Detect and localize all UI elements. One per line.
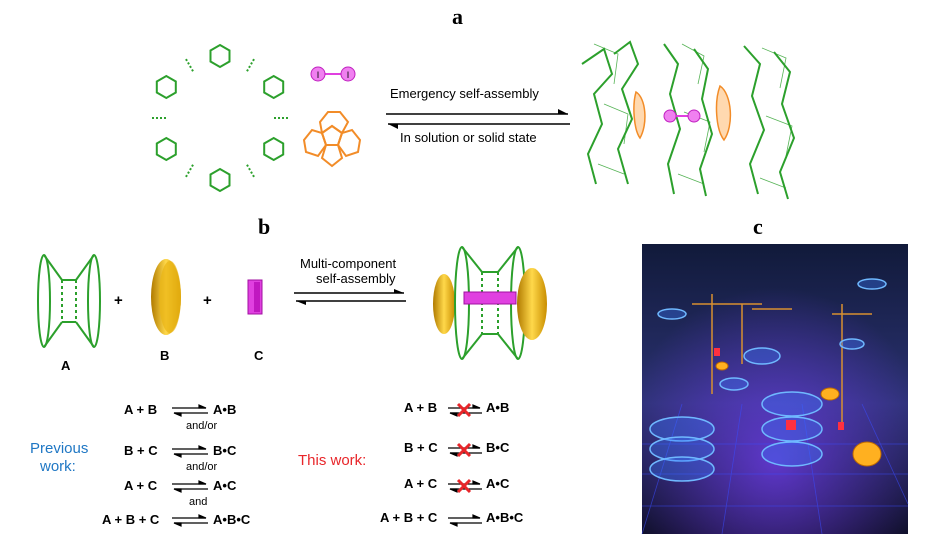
macrocycle-linker <box>246 56 256 72</box>
panel-label-c: c <box>753 214 763 239</box>
equation-right: A•B <box>213 402 237 417</box>
blocked-cross-icon <box>456 402 472 418</box>
this-work-label: This work: <box>298 452 367 469</box>
equation-left: A + B <box>124 402 158 417</box>
component-b-disc <box>151 259 181 335</box>
equation-left: B + C <box>404 440 438 455</box>
macrocycle-structure <box>150 43 290 193</box>
macrocycle-ring-unit <box>155 136 177 162</box>
connector-text: and <box>189 496 208 508</box>
equation-left: A + B + C <box>380 510 438 525</box>
plus-sign: + <box>203 292 212 309</box>
equation-left: B + C <box>124 443 158 458</box>
equation-right: A•B•C <box>486 510 524 525</box>
arrow-label-solution: In solution or solid state <box>400 130 537 145</box>
arrow-label-emergency: Emergency self-assembly <box>390 86 539 101</box>
iodine-atom-label: I <box>347 70 350 80</box>
macrocycle-ring-unit <box>263 136 285 162</box>
equation-left: A + C <box>124 478 158 493</box>
equation-right: A•B <box>486 400 510 415</box>
connector-text: and/or <box>186 420 218 432</box>
macrocycle-linker <box>184 164 194 180</box>
corannulene-structure <box>302 111 362 168</box>
equilibrium-arrow-a <box>386 109 570 129</box>
component-b-label: B <box>160 348 170 363</box>
blocked-cross-icon <box>456 478 472 494</box>
equation-left: A + C <box>404 476 438 491</box>
iodine-atom-label: I <box>317 70 320 80</box>
assembled-complex <box>433 246 547 360</box>
equation-right: A•C <box>486 476 510 491</box>
cover-art-illustration <box>641 244 909 535</box>
macrocycle-linker <box>184 56 194 72</box>
macrocycle-linker <box>246 164 256 180</box>
assembled-stack-structure <box>581 40 796 200</box>
macrocycle-ring-unit <box>155 74 177 100</box>
arrow-label-selfassembly: self-assembly <box>316 271 396 286</box>
equation-left: A + B <box>404 400 438 415</box>
previous-work-label: Previous <box>30 440 89 457</box>
panel-label-b: b <box>258 214 271 239</box>
equation-right: A•B•C <box>213 512 251 527</box>
component-c-bar <box>247 279 263 315</box>
equation-right: B•C <box>213 443 237 458</box>
connector-text: and/or <box>186 461 218 473</box>
equation-right: B•C <box>486 440 510 455</box>
equilibrium-arrows-this-work <box>448 402 482 527</box>
component-c-label: C <box>254 348 264 363</box>
component-a-label: A <box>61 358 71 373</box>
arrow-label-multicomponent: Multi-component <box>300 256 397 271</box>
blocked-cross-icon <box>456 442 472 458</box>
equation-left: A + B + C <box>102 512 160 527</box>
iodine-molecule: I I <box>310 66 356 82</box>
component-a-cage <box>37 254 101 348</box>
macrocycle-ring-unit <box>209 167 231 193</box>
macrocycle-ring-unit <box>263 74 285 100</box>
equation-right: A•C <box>213 478 237 493</box>
panel-label-a: a <box>452 4 463 29</box>
equilibrium-arrows-previous <box>172 404 208 527</box>
equilibrium-arrow-b <box>294 289 406 305</box>
macrocycle-ring-unit <box>209 43 231 69</box>
previous-work-label: work: <box>40 458 76 475</box>
plus-sign: + <box>114 292 123 309</box>
